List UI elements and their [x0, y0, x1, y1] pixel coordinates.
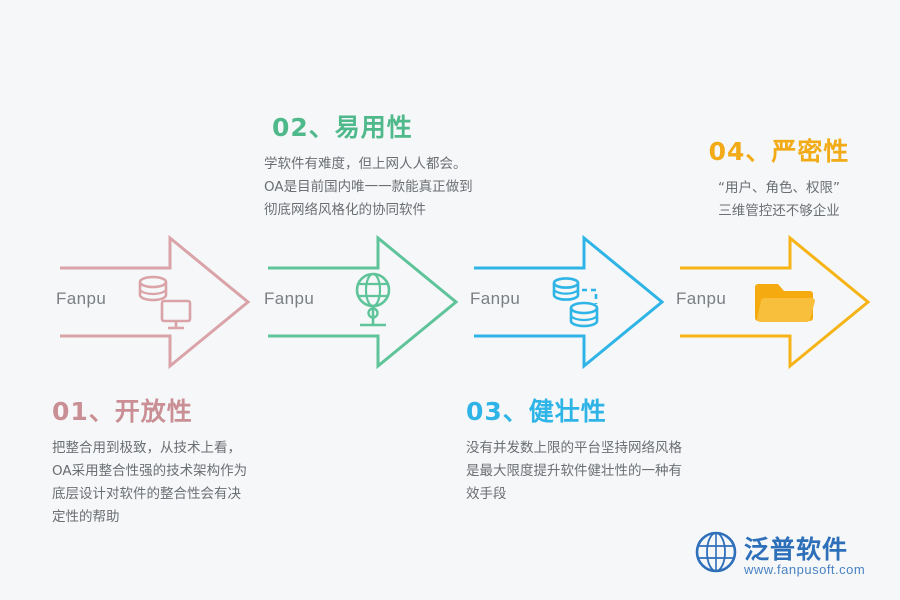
- block-line: OA采用整合性强的技术架构作为: [52, 463, 248, 479]
- arrow-label-2: Fanpu: [264, 289, 315, 308]
- block-body-3: 没有并发数上限的平台坚持网络风格 是最大限度提升软件健壮性的一种有 效手段: [466, 437, 682, 506]
- arrow-step-4: Fanpu: [672, 232, 877, 372]
- arrow-step-3: Fanpu: [466, 232, 671, 372]
- block-line: 定性的帮助: [52, 509, 120, 525]
- brand-name: 泛普软件: [744, 535, 849, 564]
- database-stack-icon: [546, 268, 612, 334]
- arrow-label-3: Fanpu: [470, 289, 521, 308]
- text-block-1: 01、开放性 把整合用到极致，从技术上看， OA采用整合性强的技术架构作为 底层…: [52, 392, 247, 529]
- block-line: OA是目前国内唯一一款能真正做到: [264, 179, 473, 195]
- block-heading-1: 01、开放性: [52, 397, 193, 426]
- brand-logo: 泛普软件 www.fanpusoft.com: [694, 528, 882, 586]
- block-line: 底层设计对软件的整合性会有决: [52, 486, 241, 502]
- block-heading-2: 02、易用性: [272, 113, 413, 142]
- text-block-3: 03、健壮性 没有并发数上限的平台坚持网络风格 是最大限度提升软件健壮性的一种有…: [466, 392, 682, 506]
- globe-icon: [694, 530, 738, 574]
- block-heading-4: 04、严密性: [708, 137, 850, 166]
- arrow-shape-2: [268, 234, 459, 370]
- block-line: 没有并发数上限的平台坚持网络风格: [466, 440, 682, 456]
- arrow-step-1: Fanpu: [52, 232, 257, 372]
- block-line: 效手段: [466, 486, 507, 502]
- globe-network-icon: [340, 268, 406, 334]
- arrow-label-1: Fanpu: [56, 289, 107, 308]
- block-line: 是最大限度提升软件健壮性的一种有: [466, 463, 682, 479]
- block-body-2: 学软件有难度，但上网人人都会。 OA是目前国内唯一一款能真正做到 彻底网络风格化…: [264, 153, 473, 222]
- arrow-shape-4: [680, 234, 871, 370]
- text-block-2: 02、易用性 学软件有难度，但上网人人都会。 OA是目前国内唯一一款能真正做到 …: [264, 108, 473, 222]
- block-line: 把整合用到极致，从技术上看，: [52, 440, 241, 456]
- block-body-1: 把整合用到极致，从技术上看， OA采用整合性强的技术架构作为 底层设计对软件的整…: [52, 437, 247, 529]
- brand-url: www.fanpusoft.com: [744, 562, 866, 577]
- arrow-shape-1: [60, 234, 251, 370]
- block-line: “用户、角色、权限”: [718, 180, 840, 196]
- block-body-4: “用户、角色、权限” 三维管控还不够企业: [694, 177, 864, 223]
- arrow-row: Fanpu Fanpu: [0, 232, 900, 372]
- block-line: 三维管控还不够企业: [718, 203, 840, 219]
- text-block-4: 04、严密性 “用户、角色、权限” 三维管控还不够企业: [694, 132, 864, 223]
- database-monitor-icon: [132, 268, 198, 334]
- block-line: 学软件有难度，但上网人人都会。: [264, 156, 467, 172]
- arrow-shape-3: [474, 234, 665, 370]
- folder-icon: [752, 268, 818, 334]
- arrow-step-2: Fanpu: [260, 232, 465, 372]
- arrow-label-4: Fanpu: [676, 289, 727, 308]
- block-line: 彻底网络风格化的协同软件: [264, 202, 426, 218]
- block-heading-3: 03、健壮性: [466, 397, 607, 426]
